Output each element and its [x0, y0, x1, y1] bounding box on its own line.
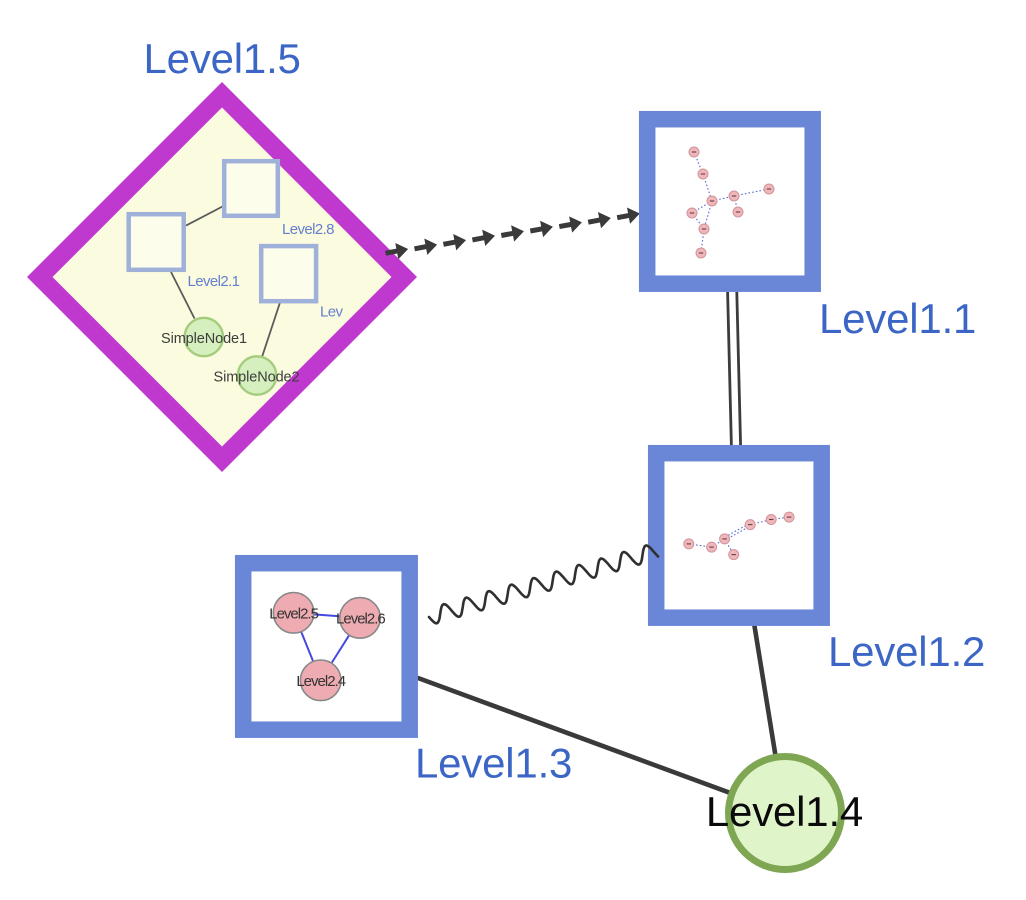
svg-text:Level2.5: Level2.5 — [269, 606, 318, 623]
svg-text:SimpleNode2: SimpleNode2 — [214, 370, 300, 386]
svg-text:SimpleNode1: SimpleNode1 — [161, 331, 247, 347]
svg-text:Level1.2: Level1.2 — [828, 628, 985, 675]
svg-text:Level1.3: Level1.3 — [415, 740, 572, 787]
svg-text:Level2.6: Level2.6 — [336, 611, 385, 628]
svg-text:Level2.8: Level2.8 — [282, 221, 334, 238]
svg-text:Lev: Lev — [320, 304, 343, 321]
svg-text:Level2.1: Level2.1 — [188, 273, 240, 290]
svg-text:Level2.4: Level2.4 — [296, 673, 345, 690]
svg-text:Level1.1: Level1.1 — [819, 295, 976, 342]
svg-text:Level1.5: Level1.5 — [144, 35, 301, 82]
svg-text:Level1.4: Level1.4 — [706, 788, 863, 835]
